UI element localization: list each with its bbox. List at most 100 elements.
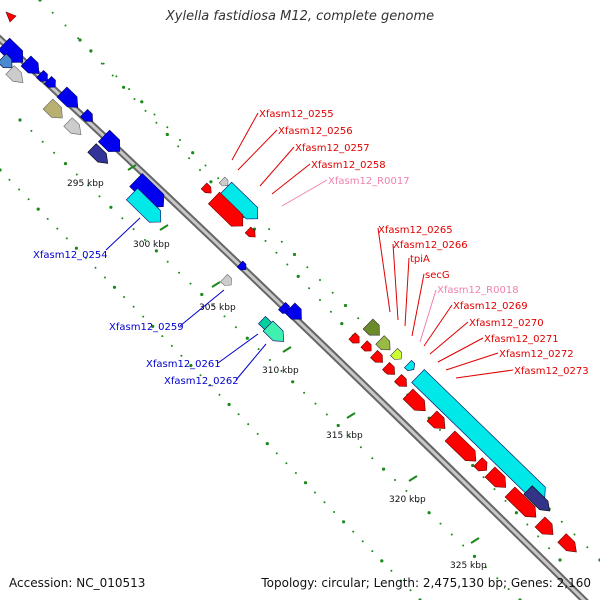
guide-dot [0, 168, 2, 172]
guide-dot [155, 121, 158, 124]
leader-line [404, 257, 410, 327]
gene-label[interactable]: Xfasm12_0265 [378, 225, 453, 236]
gene-label[interactable]: Xfasm12_0272 [499, 349, 574, 360]
gene-arrow [534, 516, 554, 535]
leader-line [445, 352, 499, 371]
gene-arrow [426, 410, 446, 429]
gene-arrow [207, 191, 244, 227]
feature-track [0, 37, 577, 553]
gene-label[interactable]: Xfasm12_0259 [109, 322, 184, 333]
guide-dot [87, 184, 90, 187]
guide-dot [18, 118, 22, 122]
guide-dot [336, 423, 340, 428]
gene-label[interactable]: Xfasm12_R0017 [328, 176, 410, 187]
gene-label[interactable]: tpiA [410, 254, 430, 265]
gene-label[interactable]: Xfasm12_0270 [469, 318, 544, 329]
guide-dot [84, 257, 87, 259]
guide-dot [178, 271, 181, 274]
gene-arrow [80, 108, 93, 122]
guide-dot [41, 140, 44, 143]
guide-dot [390, 569, 393, 572]
leader-line [377, 227, 391, 313]
guide-dot [199, 169, 201, 171]
gene-label[interactable]: Xfasm12_0269 [453, 301, 528, 312]
leader-line [392, 243, 399, 321]
leader-line [105, 217, 141, 251]
leader-line [281, 179, 328, 207]
guide-dot [115, 75, 118, 78]
guide-dot [496, 577, 499, 580]
gene-arrow [262, 320, 285, 342]
gene-label[interactable]: Xfasm12_0256 [278, 126, 353, 137]
guide-dot [573, 533, 576, 536]
guide-dot [8, 178, 11, 181]
guide-dot [325, 413, 328, 416]
leader-line [419, 289, 437, 343]
gene-arrow [484, 466, 507, 488]
gene-arrow [473, 457, 488, 472]
guide-dot [450, 533, 453, 536]
guide-dot [151, 324, 155, 328]
gene-arrow [382, 361, 395, 375]
guide-dot [286, 263, 289, 266]
guide-dot [75, 173, 78, 176]
guide-dot [268, 228, 271, 231]
gene-label[interactable]: Xfasm12_0261 [146, 359, 221, 370]
guide-dot [537, 535, 540, 538]
gene-arrow [236, 260, 247, 271]
guide-dot [292, 252, 297, 257]
gene-arrow [36, 69, 48, 82]
guide-dot [439, 429, 441, 431]
scale-tick: 305 kbp [199, 281, 236, 313]
gene-label[interactable]: Xfasm12_0266 [393, 240, 468, 251]
gene-arrow [200, 182, 212, 194]
scale-label: 310 kbp [262, 366, 299, 376]
scale-label: 305 kbp [199, 303, 236, 313]
guide-dot [217, 177, 220, 180]
gene-label[interactable]: Xfasm12_0255 [259, 109, 334, 120]
guide-dot [123, 296, 126, 298]
guide-dot [357, 317, 360, 320]
gene-label[interactable]: Xfasm12_0258 [311, 160, 386, 171]
guide-dot [323, 501, 326, 504]
guide-dot [275, 452, 278, 455]
guide-dot [218, 393, 221, 396]
guide-dot [180, 354, 183, 357]
guide-dot [128, 88, 131, 91]
guide-dot [177, 145, 180, 148]
guide-dot [204, 164, 207, 167]
gene-label[interactable]: Xfasm12_0271 [484, 334, 559, 345]
guide-dot [140, 100, 144, 104]
guide-dot [36, 207, 40, 211]
gene-arrow [63, 117, 82, 135]
gene-label[interactable]: Xfasm12_0254 [33, 250, 108, 261]
leader-line [455, 369, 514, 379]
gene-arrow [394, 373, 407, 387]
guide-dot [257, 348, 260, 351]
gene-arrow [44, 75, 56, 88]
guide-dot [144, 109, 147, 112]
guide-dot [188, 157, 191, 160]
guide-dot [314, 491, 316, 494]
gene-arrow [557, 533, 577, 553]
scale-tick: 295 kbp [67, 164, 137, 189]
leader-line [231, 112, 259, 161]
guide-dot [560, 520, 563, 523]
accession-text: Accession: NC_010513 [9, 576, 146, 590]
guide-dot [380, 559, 384, 563]
scale-label: 320 kbp [389, 495, 426, 505]
scale-tick: 310 kbp [262, 346, 299, 376]
guide-dot [154, 249, 158, 253]
guide-dot [223, 315, 226, 318]
leader-line [271, 163, 311, 195]
gene-label[interactable]: secG [425, 270, 450, 281]
gene-label[interactable]: Xfasm12_0273 [514, 366, 589, 377]
gene-label[interactable]: Xfasm12_R0018 [437, 285, 519, 296]
gene-label[interactable]: Xfasm12_0257 [295, 143, 370, 154]
gene-arrow [348, 332, 360, 344]
guide-dot [319, 279, 321, 281]
genome-summary-text: Topology: circular; Length: 2,475,130 bp… [261, 576, 591, 590]
gene-label[interactable]: Xfasm12_0262 [164, 376, 239, 387]
